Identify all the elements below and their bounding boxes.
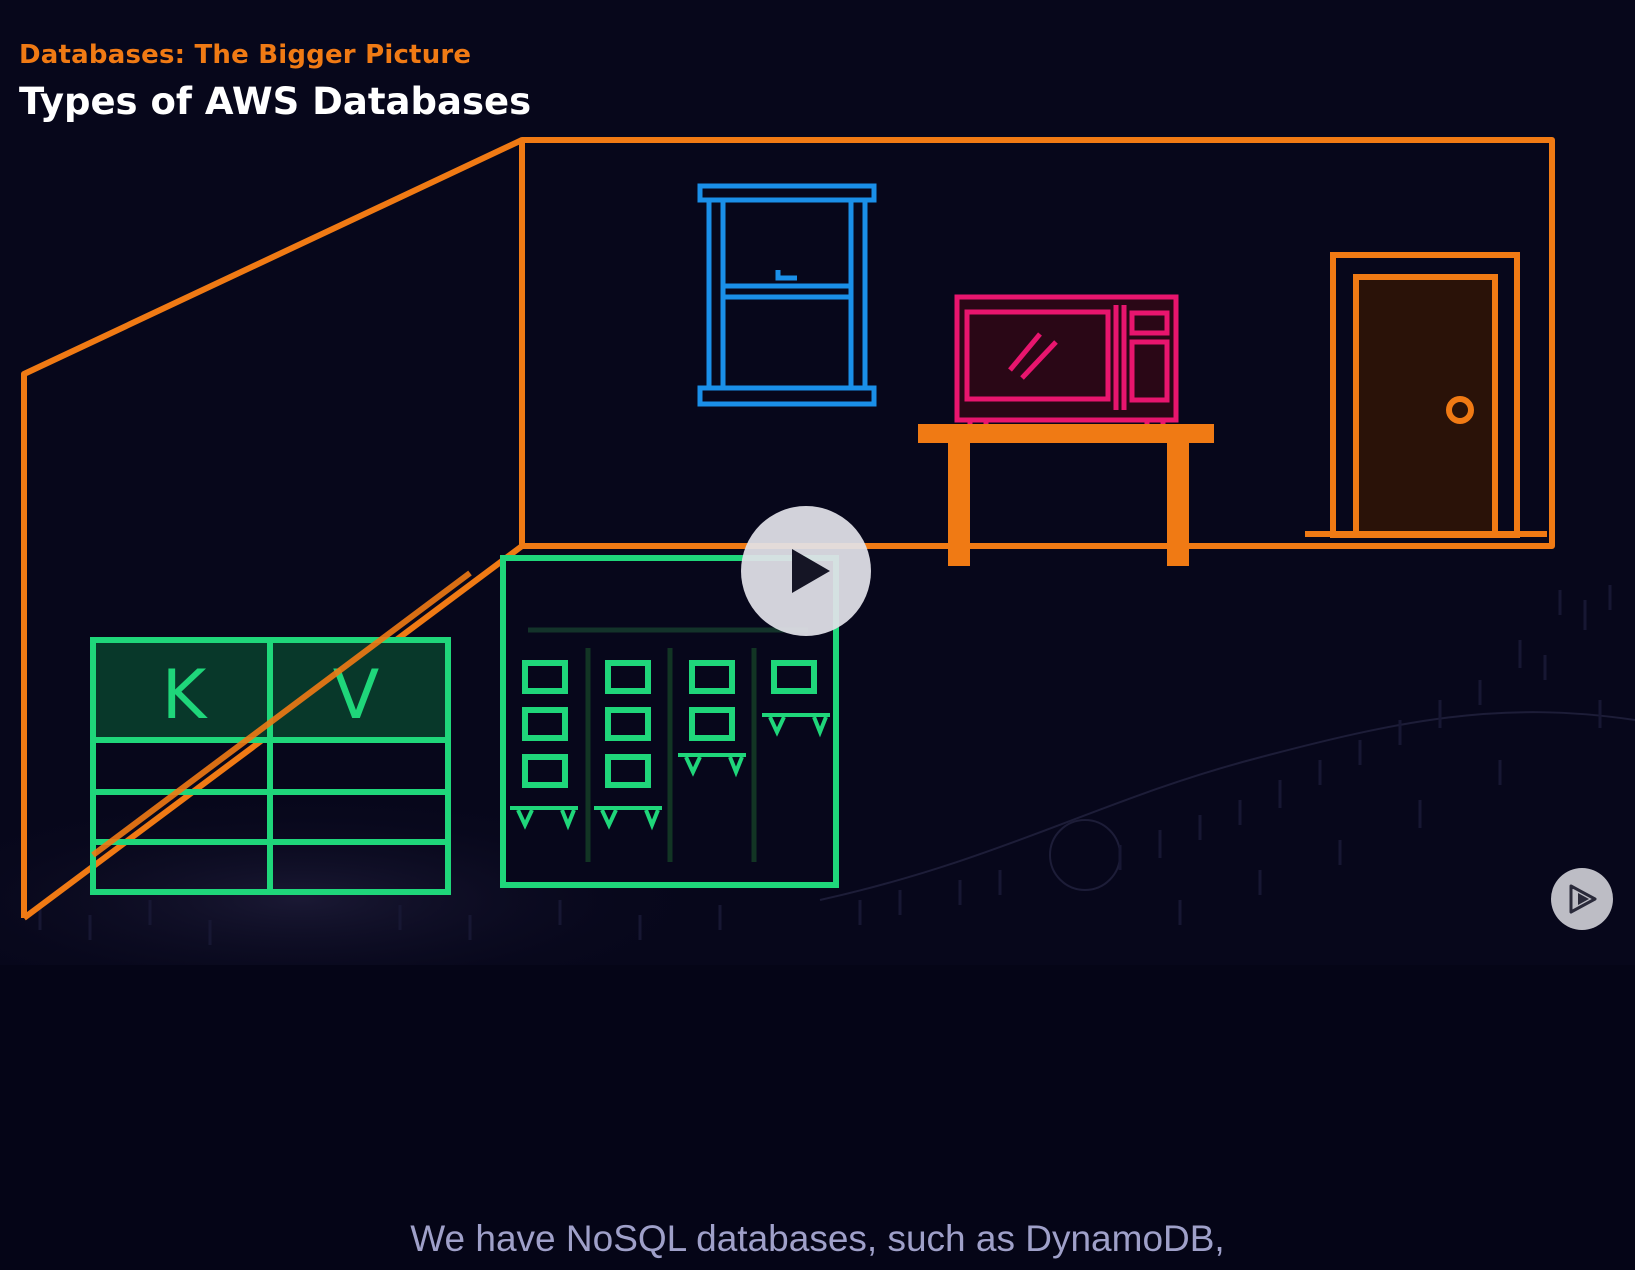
caption-area [0,965,1635,1270]
table-illustration [918,424,1214,566]
closed-caption: We have NoSQL databases, such as DynamoD… [410,1218,1225,1259]
next-clip-icon [1569,884,1597,914]
room-illustration: K V [0,137,1635,965]
window-illustration [697,183,877,407]
course-subtitle: Databases: The Bigger Picture [19,40,472,70]
play-icon [792,549,830,593]
microwave-illustration [954,294,1179,431]
video-frame[interactable]: K V [0,0,1635,965]
key-header: K [162,656,209,735]
column-store-illustration [500,555,839,888]
door-illustration [1305,252,1547,538]
key-value-table-illustration: K V [90,570,472,895]
clip-title: Types of AWS Databases [19,80,532,123]
next-clip-button[interactable] [1551,868,1613,930]
play-button[interactable] [741,506,871,636]
